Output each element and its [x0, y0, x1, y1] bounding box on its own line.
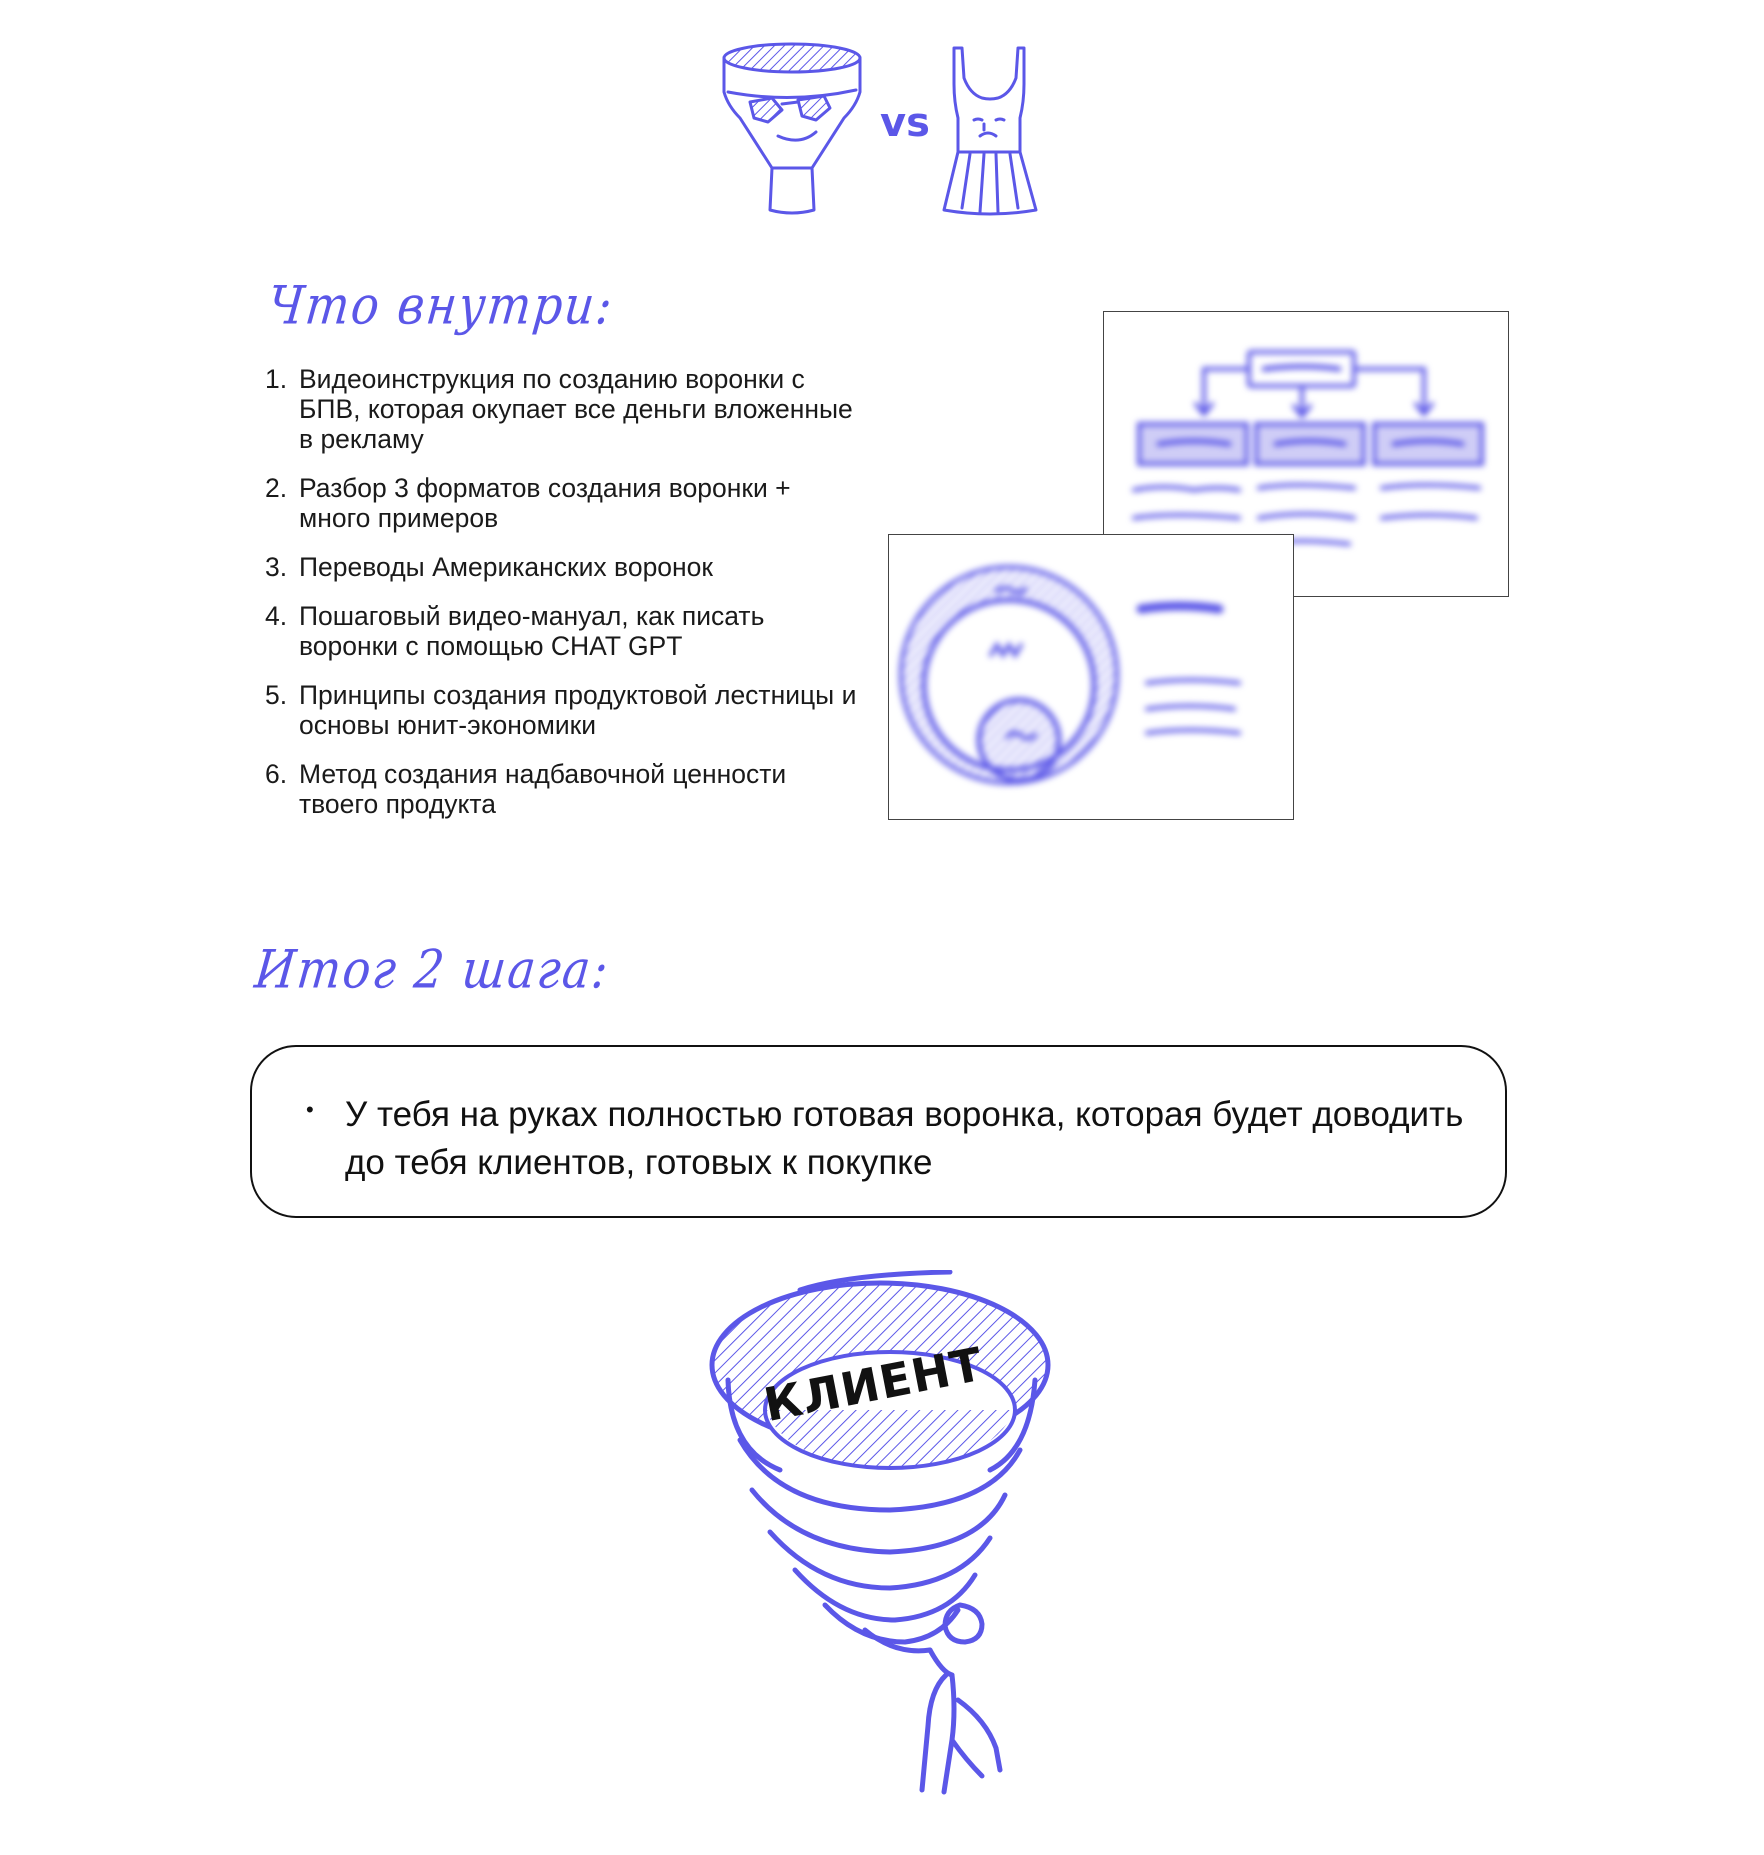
summary-text: У тебя на руках полностью готовая воронк…: [345, 1095, 1464, 1182]
circles-preview-image: [888, 534, 1294, 820]
inside-heading: Что внутри:: [265, 273, 617, 336]
inside-list: 1. Видеоинструкция по созданию воронки с …: [265, 364, 865, 838]
list-item-text: Метод создания надбавочной ценности твое…: [299, 759, 787, 819]
list-item-number: 6.: [265, 759, 288, 789]
list-item-text: Пошаговый видео-мануал, как писать ворон…: [299, 601, 765, 661]
list-item-number: 1.: [265, 364, 288, 394]
list-item: 2. Разбор 3 форматов создания воронки + м…: [265, 473, 865, 533]
bullet-icon: •: [306, 1097, 314, 1122]
list-item: 6. Метод создания надбавочной ценности тв…: [265, 759, 865, 819]
list-item: 4. Пошаговый видео-мануал, как писать вор…: [265, 601, 865, 661]
list-item-number: 2.: [265, 473, 288, 503]
list-item: 3. Переводы Американских воронок: [265, 552, 865, 582]
summary-box: • У тебя на руках полностью готовая воро…: [250, 1045, 1507, 1218]
bag-character-icon: [940, 42, 1040, 217]
list-item-number: 3.: [265, 552, 288, 582]
list-item-text: Переводы Американских воронок: [299, 552, 714, 582]
list-item-number: 5.: [265, 680, 288, 710]
list-item-text: Разбор 3 форматов создания воронки + мно…: [299, 473, 791, 533]
funnel-character-icon: [720, 40, 865, 215]
list-item-text: Принципы создания продуктовой лестницы и…: [299, 680, 857, 740]
list-item: 1. Видеоинструкция по созданию воронки с …: [265, 364, 865, 454]
summary-heading: Итог 2 шага:: [252, 937, 613, 1000]
tornado-funnel-icon: КЛИЕНТ: [690, 1269, 1080, 1800]
vs-label: vs: [880, 100, 930, 146]
list-item-text: Видеоинструкция по созданию воронки с БП…: [299, 364, 853, 454]
list-item: 5. Принципы создания продуктовой лестницы…: [265, 680, 865, 740]
list-item-number: 4.: [265, 601, 288, 631]
